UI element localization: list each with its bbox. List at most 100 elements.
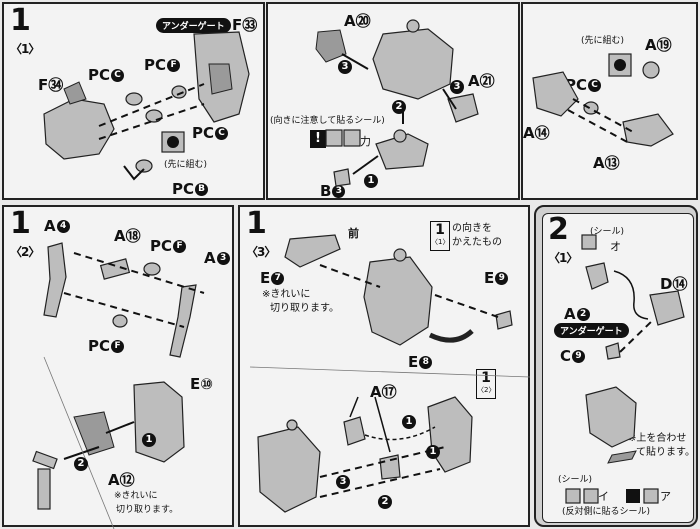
ref-step-box: 1 〈1〉 xyxy=(430,221,450,251)
label-a20: A⑳ xyxy=(344,12,371,30)
step-number: 2 xyxy=(548,212,569,247)
step-sub: 〈1〉 xyxy=(10,42,40,56)
label-f34: F㉞ xyxy=(38,76,64,94)
pcf2-text: PC xyxy=(88,337,111,355)
under-gate-badge: アンダーゲート xyxy=(554,323,629,338)
pcb-text: PC xyxy=(172,180,195,198)
pcc1-text: PC xyxy=(88,66,111,84)
seal-label-2: (シール) xyxy=(558,475,593,485)
step-arrow-1b: 1 xyxy=(426,445,440,459)
seal2-code-2: ア xyxy=(660,490,671,503)
a4-text: A xyxy=(44,217,56,235)
pcf1-mark: F xyxy=(167,59,181,72)
pcf2-mark: F xyxy=(111,340,125,353)
label-a13: A⑬ xyxy=(593,154,620,172)
step-arrow-1: 1 xyxy=(364,174,378,188)
b3-mark: 3 xyxy=(332,185,346,198)
a4-mark: 4 xyxy=(56,220,70,233)
panel1-right-drawing xyxy=(532,53,674,147)
e8-text: E xyxy=(408,353,419,371)
ref-text-2: かえたもの xyxy=(452,237,502,248)
label-a19: A⑲ xyxy=(645,36,672,54)
up-note-2: て貼ります。 xyxy=(636,447,695,458)
panel2-drawing xyxy=(32,242,205,529)
sticker-code: 力 xyxy=(360,135,371,148)
pcb-mark: B xyxy=(195,183,209,196)
panel3-drawing xyxy=(249,234,531,513)
e9-text: E xyxy=(484,269,495,287)
seal2-code-1: イ xyxy=(598,490,609,503)
step-arrow-3a: 3 xyxy=(338,60,352,74)
cut-note: ※きれいに xyxy=(114,491,158,501)
panel1-drawing xyxy=(43,31,250,181)
ref-step-num: 1 xyxy=(435,222,445,238)
label-d14: D⑭ xyxy=(660,275,688,293)
step-arrow-2: 2 xyxy=(378,495,392,509)
step-arrow-2: 2 xyxy=(74,457,88,471)
ref2-step-sub: 〈2〉 xyxy=(477,386,496,394)
label-a18: A⑱ xyxy=(114,227,141,245)
label-e10: E⑩ xyxy=(190,375,213,393)
step-arrow-3b: 3 xyxy=(450,80,464,94)
a3-mark: 3 xyxy=(216,252,230,265)
under-gate-badge: アンダーゲート xyxy=(156,18,231,33)
step-arrow-2: 2 xyxy=(392,100,406,114)
b3-text: B xyxy=(320,182,332,200)
pcc2-text: PC xyxy=(192,124,215,142)
sticker-warning-icon: ! xyxy=(310,130,326,148)
label-a17: A⑰ xyxy=(370,383,397,401)
ref-step-sub: 〈1〉 xyxy=(431,238,450,246)
step-number: 1 xyxy=(246,206,267,241)
pcf-text: PC xyxy=(150,237,173,255)
ref2-step-num: 1 xyxy=(481,370,491,386)
label-f33: F㉝ xyxy=(232,16,258,34)
seal-label: (シール) xyxy=(590,227,625,237)
step-arrow-3: 3 xyxy=(336,475,350,489)
label-a14: A⑭ xyxy=(523,124,550,142)
c9-text: C xyxy=(560,347,572,365)
cut-note-2: 切り取ります。 xyxy=(270,303,339,314)
pcf1-text: PC xyxy=(144,56,167,74)
ref2-step-box: 1 〈2〉 xyxy=(476,369,496,399)
up-note: ※上を合わせ xyxy=(628,433,687,444)
first-assemble-note: (先に組む) xyxy=(164,160,208,170)
step2-inner xyxy=(542,213,694,523)
seal-code: オ xyxy=(610,240,621,253)
sticker-note: (向きに注意して貼るシール) xyxy=(270,116,385,126)
pcc1-mark: C xyxy=(111,69,125,82)
step-sub: 〈3〉 xyxy=(246,245,276,259)
cut-note-2: 切り取ります。 xyxy=(116,505,179,515)
first-assemble-note-2: (先に組む) xyxy=(581,36,625,46)
pcc3-mark: C xyxy=(588,79,602,92)
cut-note: ※きれいに xyxy=(262,289,311,300)
a3-text: A xyxy=(204,249,216,267)
e7-text: E xyxy=(260,269,271,287)
pcc2-mark: C xyxy=(215,127,229,140)
front-label: 前 xyxy=(348,227,359,240)
c9-mark: 9 xyxy=(572,350,586,363)
a2-text: A xyxy=(564,305,576,323)
e9-mark: 9 xyxy=(495,272,509,285)
step-sub: 〈2〉 xyxy=(10,245,40,259)
pcf-mark: F xyxy=(173,240,187,253)
label-a12: A⑫ xyxy=(108,471,135,489)
reverse-note: (反対側に貼るシール) xyxy=(562,507,651,517)
step-number: 1 xyxy=(10,3,31,38)
